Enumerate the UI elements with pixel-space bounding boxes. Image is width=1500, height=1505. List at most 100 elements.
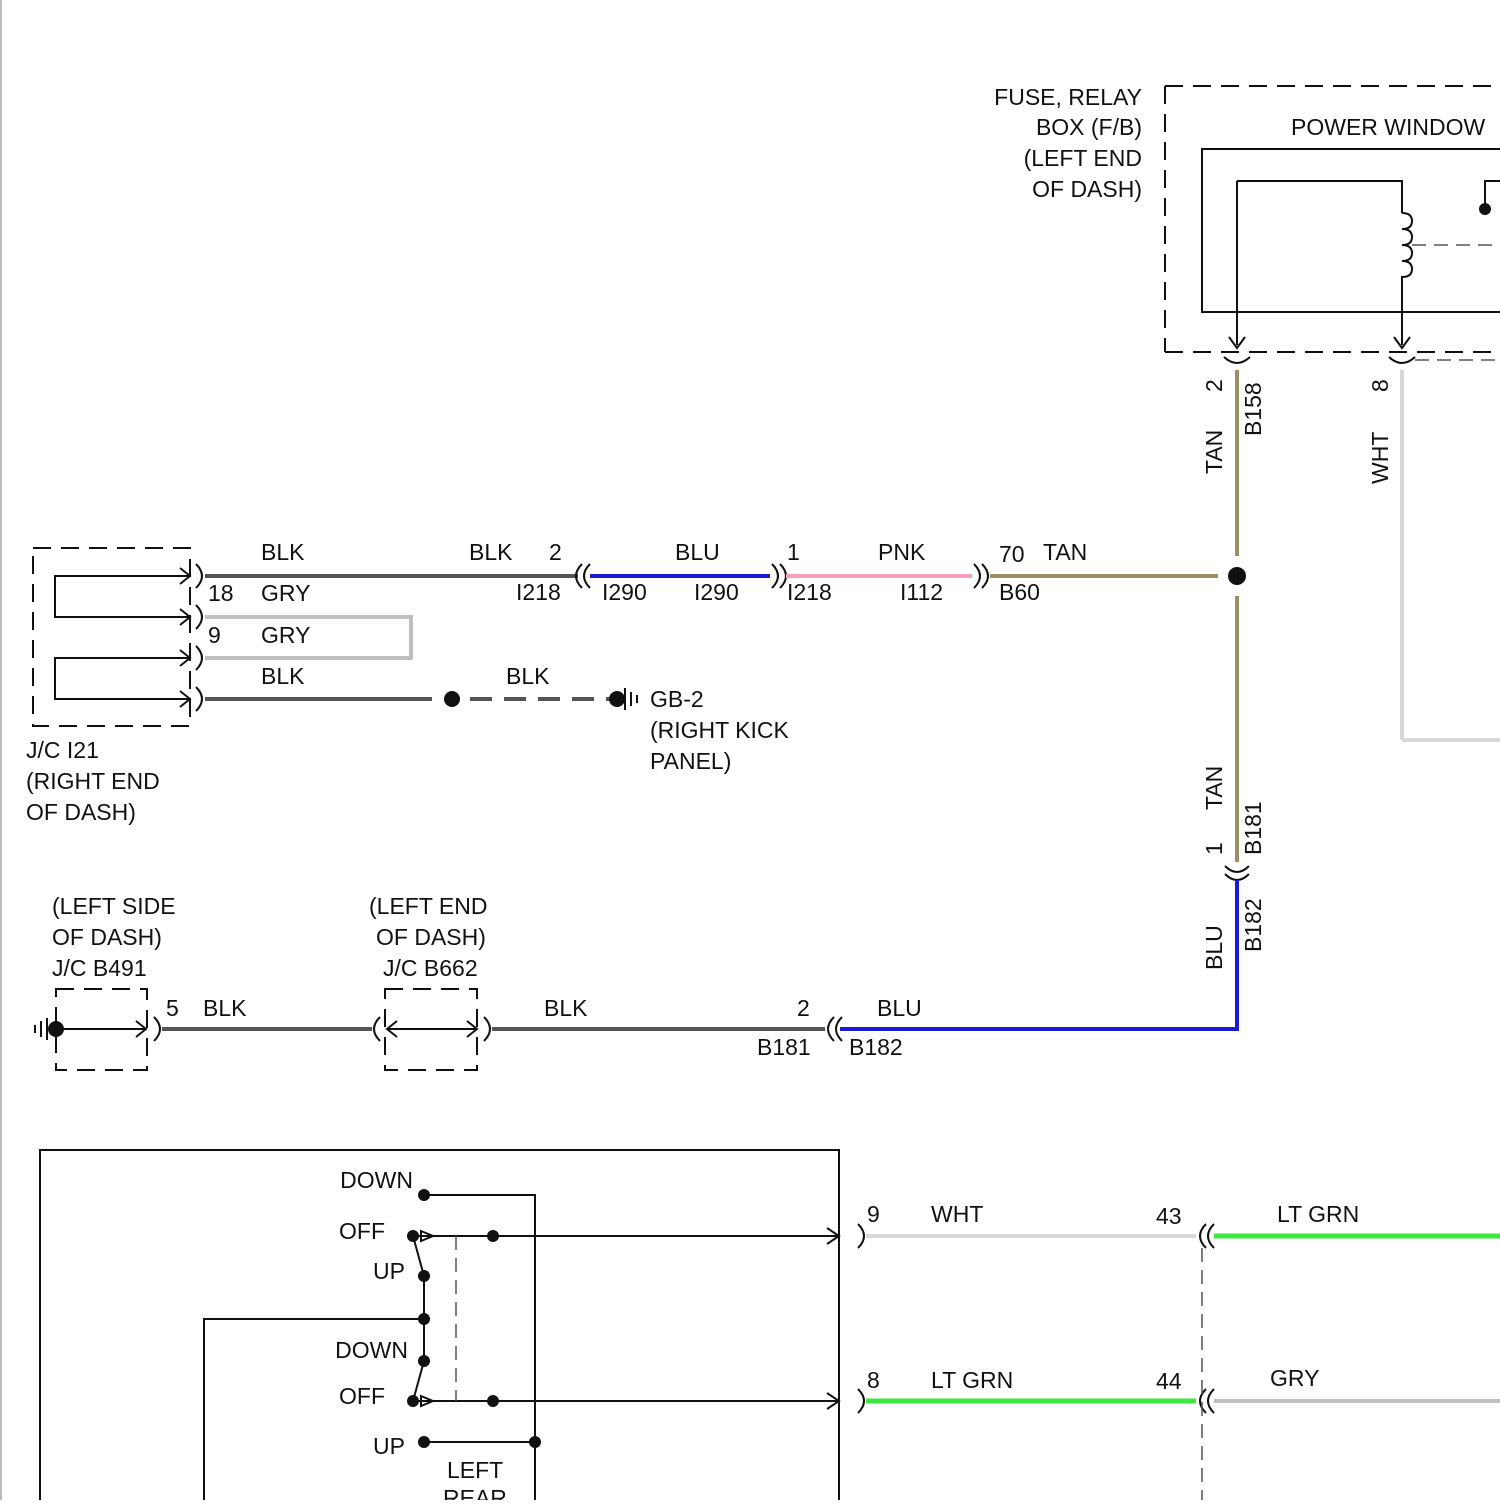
label-ltgrn-switch: LT GRN (931, 1367, 1013, 1393)
switch-pos-off-1: OFF (339, 1218, 385, 1244)
label-vert-pin-2: 2 (1201, 379, 1227, 392)
label-vert-pin-8: 8 (1367, 379, 1393, 392)
jc-b491-label-1: (LEFT SIDE (52, 893, 176, 919)
label-pin-2-top: 2 (549, 539, 562, 565)
ground-dot-gb2 (609, 691, 625, 707)
label-blk-top-right: BLK (469, 539, 513, 565)
label-gry-right: GRY (1270, 1365, 1319, 1391)
label-tan-vertical-bottom: TAN (1201, 766, 1227, 810)
label-pin-43: 43 (1156, 1203, 1182, 1229)
jc-i21: J/C I21 (RIGHT END OF DASH) 18 9 (26, 548, 234, 825)
switch-pos-up-2: UP (373, 1433, 405, 1459)
jc-b662-label-3: J/C B662 (383, 955, 478, 981)
label-pin-44: 44 (1156, 1368, 1182, 1394)
jc-i21-pin-18: 18 (208, 580, 234, 606)
switch-output-arrows (827, 1228, 839, 1409)
label-pin-1-top: 1 (787, 539, 800, 565)
fuse-box-label-3: (LEFT END (1024, 145, 1142, 171)
label-b182-bottom: B182 (849, 1034, 903, 1060)
switch-contact-dot (407, 1395, 419, 1407)
switch-contact-dot (418, 1355, 430, 1367)
jc-b491-pin-5: 5 (166, 995, 179, 1021)
label-i290-a: I290 (602, 579, 647, 605)
label-b181-bottom: B181 (757, 1034, 811, 1060)
jc-b491-label-3: J/C B491 (52, 955, 147, 981)
jc-i21-label-3: OF DASH) (26, 799, 136, 825)
relay-coil (1402, 213, 1412, 345)
label-pin-2-bottom: 2 (797, 995, 810, 1021)
relay-label: POWER WINDOW (1291, 114, 1485, 140)
splice-dot-ground (444, 691, 460, 707)
window-switch: DOWN OFF UP DOWN OFF UP LEFT REAR (40, 1150, 839, 1500)
jc-b662-internal (387, 1021, 477, 1037)
relay-contact-dot (1479, 203, 1491, 215)
switch-pos-down-2: DOWN (335, 1337, 408, 1363)
switch-label-1: LEFT (447, 1457, 503, 1483)
label-b60: B60 (999, 579, 1040, 605)
label-wht-vertical: WHT (1367, 432, 1393, 484)
gb2-label-3: PANEL) (650, 748, 731, 774)
switch-box-outline (40, 1150, 839, 1500)
label-blu-vertical: BLU (1201, 925, 1227, 970)
switch-pos-up-1: UP (373, 1258, 405, 1284)
fuse-relay-box: FUSE, RELAY BOX (F/B) (LEFT END OF DASH)… (994, 84, 1500, 363)
gb2-label-2: (RIGHT KICK (650, 717, 790, 743)
connector-b181-b182-vertical (1225, 866, 1249, 880)
switch-output-run: 9 WHT 43 LT GRN 8 LT GRN 44 GRY (858, 1201, 1500, 1500)
switch-connectors (858, 1224, 864, 1413)
label-ltgrn-right: LT GRN (1277, 1201, 1359, 1227)
relay-outline (1202, 149, 1500, 312)
fuse-box-label-2: BOX (F/B) (1036, 114, 1142, 140)
jc-b491-label-2: OF DASH) (52, 924, 162, 950)
label-wht-switch: WHT (931, 1201, 983, 1227)
switch-output-wires (413, 1236, 839, 1401)
label-i218-b: I218 (787, 579, 832, 605)
bottom-wire-run: (LEFT SIDE OF DASH) J/C B491 5 BLK (LEFT… (35, 893, 922, 1070)
label-blk-3: BLK (261, 663, 305, 689)
fuse-box-label-1: FUSE, RELAY (994, 84, 1142, 110)
label-gry-2: GRY (261, 622, 310, 648)
label-tan-vertical-top: TAN (1201, 430, 1227, 474)
jc-b491-ground-icon (35, 1018, 47, 1040)
jc-i21-label-1: J/C I21 (26, 737, 99, 763)
fuse-box-arrows (1229, 337, 1410, 348)
switch-pos-down-1: DOWN (340, 1167, 413, 1193)
label-tan-horizontal: TAN (1043, 539, 1087, 565)
switch-label-2: REAR (443, 1485, 507, 1500)
switch-contact-dot (418, 1270, 430, 1282)
top-wire-run: BLK BLK 2 I218 I290 BLU I290 1 I218 PNK … (205, 539, 1218, 774)
switch-contact-dot (407, 1230, 419, 1242)
label-b182-vertical: B182 (1240, 898, 1266, 952)
connector-b181-b182 (828, 1017, 842, 1041)
fuse-box-label-4: OF DASH) (1032, 176, 1142, 202)
label-pnk: PNK (878, 539, 926, 565)
jc-i21-bridges (55, 576, 190, 699)
label-blk-bottom-left: BLK (203, 995, 247, 1021)
vertical-wire-run: 2 B158 TAN 8 WHT TAN B181 1 B182 BLU (840, 370, 1500, 1029)
label-gry-1: GRY (261, 580, 310, 606)
label-blk-top-left: BLK (261, 539, 305, 565)
jc-b491-internal (56, 1021, 146, 1037)
label-blu-top: BLU (675, 539, 720, 565)
gb2-label-1: GB-2 (650, 686, 704, 712)
switch-contact-dot (529, 1436, 541, 1448)
fuse-box-connectors (1224, 357, 1415, 363)
connector-i290-i218 (772, 564, 786, 588)
jc-i21-connectors (196, 564, 202, 711)
ground-icon (625, 688, 637, 710)
jc-b662-label-2: OF DASH) (376, 924, 486, 950)
switch-contact-dot (418, 1189, 430, 1201)
label-pin-70: 70 (999, 541, 1025, 567)
switch-contact-dot (418, 1436, 430, 1448)
switch-contact-dot (487, 1230, 499, 1242)
switch-contact-dot (487, 1395, 499, 1407)
label-pin-9-switch: 9 (867, 1201, 880, 1227)
jc-i21-label-2: (RIGHT END (26, 768, 160, 794)
label-blk-ground: BLK (506, 663, 550, 689)
label-b181-vertical: B181 (1240, 801, 1266, 855)
label-pin-8-switch: 8 (867, 1367, 880, 1393)
label-i290-b: I290 (694, 579, 739, 605)
label-blu-bottom: BLU (877, 995, 922, 1021)
